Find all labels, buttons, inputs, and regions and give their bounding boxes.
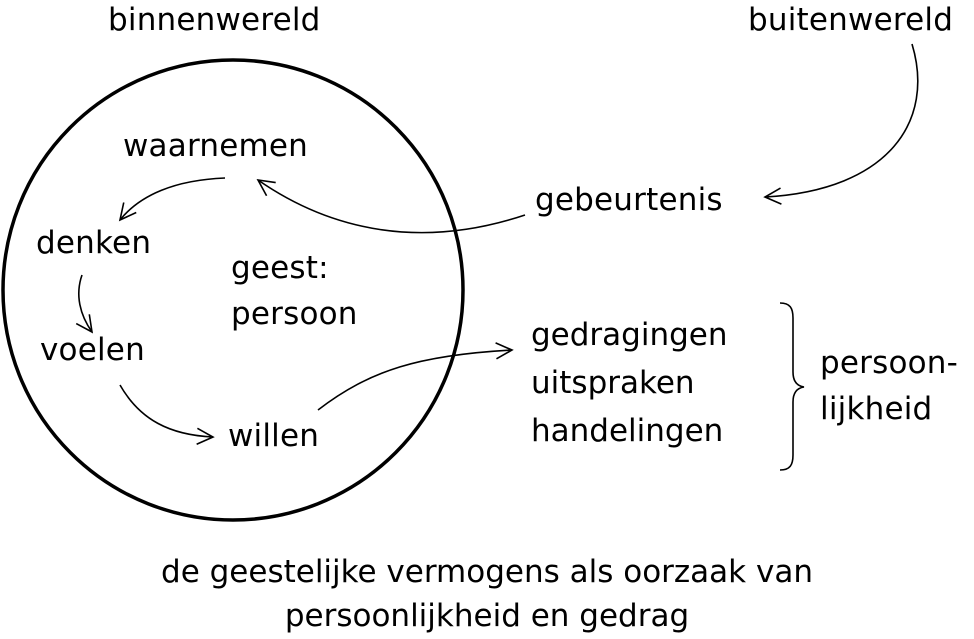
center-label-line1: geest: (231, 250, 329, 286)
center-label-line2: persoon (231, 296, 358, 332)
caption-line1: de geestelijke vermogens als oorzaak van (161, 554, 813, 590)
feel-to-will-arrow (119, 384, 215, 445)
outer-world-label: buitenwereld (748, 2, 954, 38)
will-to-behaviour-arrow (317, 342, 514, 411)
perceive-to-think-arrow (118, 177, 226, 222)
feel-label: voelen (40, 332, 145, 368)
output-item: uitspraken (531, 365, 695, 401)
mind-circle (1, 58, 465, 522)
think-label: denken (36, 225, 152, 261)
think-to-feel-arrow (75, 274, 94, 334)
outputs-list: gedragingen uitspraken handelingen (531, 311, 728, 455)
personality-label-line1: persoon- (820, 345, 959, 381)
world-to-event-arrow (763, 43, 919, 205)
event-to-perceive-arrow (256, 178, 526, 234)
personality-brace (779, 302, 805, 471)
will-label: willen (228, 418, 320, 454)
event-label: gebeurtenis (535, 182, 723, 218)
perceive-label: waarnemen (123, 128, 308, 164)
inner-world-label: binnenwereld (108, 2, 321, 38)
caption-line2: persoonlijkheid en gedrag (284, 598, 690, 634)
output-item: handelingen (531, 413, 724, 449)
output-item: gedragingen (531, 317, 728, 353)
personality-label-line2: lijkheid (820, 391, 933, 427)
